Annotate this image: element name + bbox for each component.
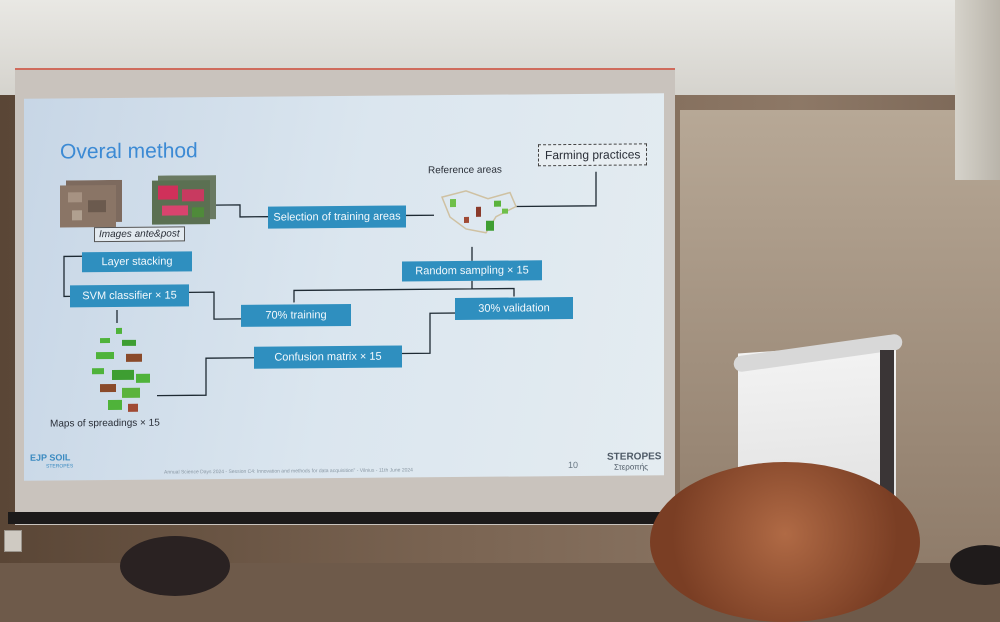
presentation-slide: Overal method Images ante&post <box>24 93 664 481</box>
ceiling-beam <box>955 0 1000 180</box>
ejp-soil-logo-sub: STEROPES <box>46 463 74 470</box>
images-label: Images ante&post <box>94 226 185 243</box>
layer-stacking-box: Layer stacking <box>82 251 192 273</box>
page-number: 10 <box>568 459 579 471</box>
random-sampling-box: Random sampling × 15 <box>402 260 542 282</box>
steropes-logo: STEROPES <box>607 451 662 463</box>
spreading-maps-stack <box>92 327 150 412</box>
farming-practices-box: Farming practices <box>538 143 648 167</box>
reference-areas-label: Reference areas <box>428 164 502 177</box>
maps-of-spreadings-label: Maps of spreadings × 15 <box>50 417 160 430</box>
svm-classifier-box: SVM classifier × 15 <box>70 284 189 308</box>
flipchart-stand <box>880 350 894 520</box>
ejp-soil-logo: EJP SOIL <box>30 452 71 463</box>
audience-head <box>120 536 230 596</box>
audience-head-redhair <box>650 462 920 622</box>
post-satellite-thumbnail <box>152 175 216 225</box>
steropes-greek-logo: Στεροπής <box>614 462 648 472</box>
confusion-matrix-box: Confusion matrix × 15 <box>254 345 402 369</box>
ante-satellite-thumbnail <box>60 179 122 228</box>
screen-bottom-bar <box>8 512 673 524</box>
reference-areas-map <box>440 190 517 234</box>
audience-head <box>950 545 1000 585</box>
selection-training-areas-box: Selection of training areas <box>268 205 406 229</box>
wall-socket <box>4 530 22 552</box>
training-box: 70% training <box>241 303 351 327</box>
validation-box: 30% validation <box>455 297 573 321</box>
